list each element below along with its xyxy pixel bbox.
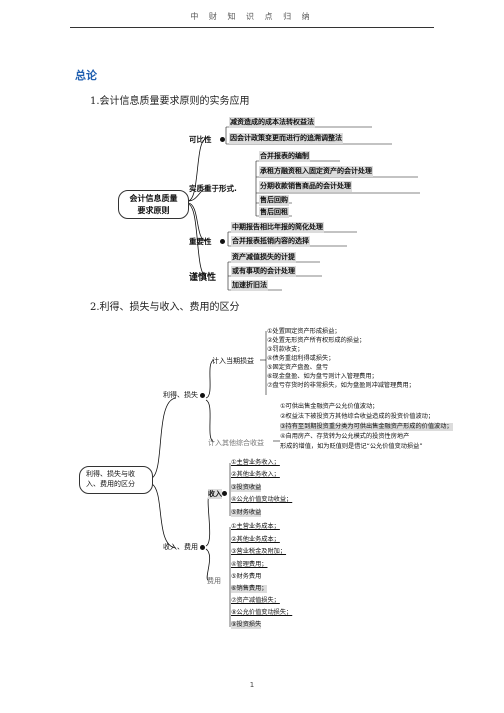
leaf-prudence-2: 或有事项的会计处理: [231, 266, 296, 277]
group-substance: 实质重于形式.: [189, 184, 237, 193]
leaf-current-pl-4: ④债务重组利得或损失；: [267, 355, 335, 362]
leaf-substance-5: 售后回租: [259, 207, 289, 218]
leaf-expense-1: ①主营业务成本；: [231, 523, 280, 530]
sub-oci: 计入其他综合收益: [208, 439, 264, 447]
leaf-expense-6: ⑥销售费用；: [231, 585, 268, 593]
page-number: 1: [249, 681, 255, 689]
group-substance-label: 实质重于形式: [189, 184, 234, 193]
leaf-oci-1: ①可供出售金融资产公允价值波动；: [280, 403, 379, 410]
leaf-expense-7: ⑦资产减值损失；: [231, 597, 280, 604]
leaf-expense-2: ②其他业务成本；: [231, 536, 280, 543]
leaf-income-4: ④公允价值变动收益；: [231, 496, 293, 503]
group-materiality-dot: [220, 239, 225, 244]
item1-heading: 1.会计信息质量要求原则的实务应用: [90, 96, 250, 107]
leaf-current-pl-7: ⑦盘亏存货时的非常损失，如为盘盈则冲减管理费用；: [267, 382, 415, 389]
leaf-comparability-1: 减资造成的成本法转权益法: [229, 117, 315, 128]
leaf-materiality-2: 合并报表抵销内容的选择: [231, 236, 310, 247]
leaf-expense-8: ⑧公允价值变动损失；: [231, 609, 293, 616]
section-title: 总论: [75, 69, 97, 82]
leaf-current-pl-3: ③罚款收支；: [267, 346, 304, 353]
sub-current-pl: 计入当期损益: [212, 357, 254, 365]
leaf-income-1: ①主营业务收入；: [231, 459, 280, 466]
leaf-substance-3: 分期收款销售商品的会计处理: [259, 181, 352, 192]
leaf-current-pl-1: ①处置固定资产形成损益；: [267, 328, 341, 335]
leaf-substance-1: 合并报表的编制: [259, 151, 310, 162]
item2-heading: 2.利得、损失与收入、费用的区分: [90, 302, 240, 313]
leaf-income-5: ⑤财务收益: [231, 509, 262, 517]
branch-income-expense: 收入、费用: [163, 543, 198, 551]
leaf-oci-5: 形成的增值，如为贬值则是借记“公允价值变动损益”: [280, 443, 423, 450]
leaf-oci-2: ②权益法下被投资方其他综合收益造成的投资价值波动；: [280, 413, 435, 420]
leaf-oci-3: ③持有至到期投资重分类为可供出售金融资产形成的价值波动；: [280, 423, 453, 431]
leaf-prudence-3: 加速折旧法: [231, 280, 268, 291]
mindmap-2-root: 利得、损失与收入、费用的区分: [79, 466, 153, 494]
leaf-current-pl-2: ②处置无形资产所有权形成的损益；: [267, 337, 366, 344]
leaf-income-2: ②其他业务收入；: [231, 471, 280, 478]
group-prudence: 谨慎性: [189, 273, 217, 283]
mindmap-1-root: 会计信息质量要求原则: [118, 190, 189, 219]
leaf-income-3: ③投资收益: [231, 484, 262, 492]
page-header-title: 中 财 知 识 点 归 纳: [190, 12, 314, 21]
sub-income: 收入: [208, 489, 222, 499]
leaf-comparability-2: 因会计政策变更而进行的追溯调整法: [229, 133, 343, 144]
group-comparability-dot: [220, 137, 225, 142]
leaf-substance-4: 售后回购: [259, 195, 289, 206]
mindmap-1-root-label: 会计信息质量要求原则: [129, 194, 178, 215]
branch-income-expense-dot: [200, 545, 205, 550]
mindmap-2-root-label: 利得、损失与收入、费用的区分: [86, 470, 135, 488]
sub-expense: 费用: [207, 577, 221, 585]
leaf-expense-3: ③营业税金及附加；: [231, 548, 287, 555]
leaf-current-pl-6: ⑥现金盘盈、如为盘亏则计入管理费用；: [267, 373, 378, 380]
group-materiality: 重要性: [189, 237, 212, 246]
leaf-substance-2: 承租方融资租入固定资产的会计处理: [259, 166, 373, 177]
group-comparability: 可比性: [189, 135, 212, 144]
leaf-prudence-1: 资产减值损失的计提: [231, 252, 296, 263]
sub-income-dot: [222, 491, 227, 496]
leaf-oci-4: ④自用房产、存货转为公允模式的投资性房地产: [280, 433, 410, 440]
header-rule: [70, 27, 434, 28]
branch-gains-losses: 利得、损失: [163, 391, 198, 399]
leaf-current-pl-5: ⑤固定资产盘盈、盘亏: [267, 364, 329, 371]
branch-gains-losses-dot: [200, 393, 205, 398]
leaf-materiality-1: 中期报告相比年报的简化处理: [231, 222, 324, 233]
leaf-expense-5: ⑤财务费用: [231, 573, 262, 580]
leaf-expense-9: ⑨投资损失: [231, 621, 262, 629]
leaf-expense-4: ④管理费用；: [231, 561, 268, 568]
